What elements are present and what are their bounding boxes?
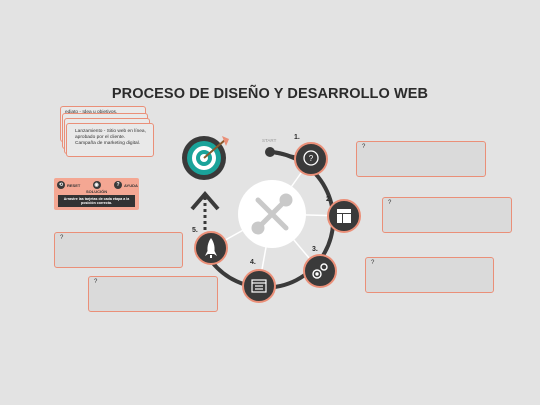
- svg-text:?: ?: [309, 154, 314, 163]
- reset-button[interactable]: ⟲ RESET: [57, 181, 80, 189]
- answer-box-1[interactable]: ?: [356, 141, 486, 177]
- question-bubble-icon: ?: [303, 150, 319, 166]
- eye-icon: ◉: [92, 181, 101, 189]
- checklist-window-icon: [251, 279, 267, 293]
- stack-card-line-2: aprobado por el cliente.: [75, 135, 126, 141]
- answer-box-5-label: ?: [94, 279, 98, 285]
- step-1-number: 1.: [294, 134, 300, 141]
- layout-icon: [337, 209, 351, 223]
- stack-card-back-text: ediato - Idea u objetivos.: [65, 110, 117, 116]
- step-5-number: 5.: [192, 227, 198, 234]
- solution-button[interactable]: ◉ SOLUCIÓN: [86, 181, 107, 194]
- step-1[interactable]: ? 1.: [294, 134, 328, 176]
- step-4[interactable]: 4.: [242, 259, 276, 303]
- step-3[interactable]: 3.: [303, 246, 337, 288]
- answer-box-1-label: ?: [362, 144, 366, 150]
- rocket-icon: [205, 238, 217, 258]
- step-3-number: 3.: [312, 246, 318, 253]
- answer-box-2[interactable]: ?: [382, 197, 512, 233]
- step-5[interactable]: 5.: [192, 227, 228, 265]
- answer-box-5[interactable]: ?: [88, 276, 218, 312]
- start-label: START: [262, 138, 277, 143]
- tools-icon: [251, 193, 293, 235]
- step-2[interactable]: 2.: [326, 196, 361, 233]
- answer-box-4[interactable]: ?: [54, 232, 183, 268]
- gears-icon: [312, 263, 328, 279]
- controls-panel: ⟲ RESET ◉ SOLUCIÓN ? AYUDA Arrastre las …: [54, 178, 139, 210]
- stack-card-front[interactable]: Lanzamiento - Sitio web en línea, aproba…: [66, 123, 154, 157]
- help-button[interactable]: ? AYUDA: [114, 181, 138, 189]
- step-4-number: 4.: [250, 259, 256, 266]
- answer-box-4-label: ?: [60, 235, 64, 241]
- stack-card-line-3: Campaña de marketing digital.: [75, 141, 141, 147]
- start-connector: [269, 150, 297, 159]
- instruction-text: Arrastre las tarjetas de cada etapa a la…: [58, 195, 135, 207]
- page-title: PROCESO DE DISEÑO Y DESARROLLO WEB: [111, 86, 429, 102]
- reset-icon: ⟲: [57, 181, 65, 189]
- stack-card-line-1: Lanzamiento - Sitio web en línea,: [75, 129, 146, 134]
- help-icon: ?: [114, 181, 122, 189]
- answer-box-2-label: ?: [388, 200, 392, 206]
- target-arrow-icon: [182, 136, 229, 180]
- card-stack[interactable]: ediato - Idea u objetivos. Lanzamiento -…: [58, 106, 154, 158]
- reset-label: RESET: [67, 182, 81, 188]
- step-2-number: 2.: [326, 196, 332, 203]
- solution-label: SOLUCIÓN: [86, 189, 108, 194]
- answer-box-3-label: ?: [371, 260, 375, 266]
- up-arrow: [190, 190, 220, 230]
- answer-box-3[interactable]: ?: [365, 257, 494, 293]
- help-label: AYUDA: [124, 182, 138, 188]
